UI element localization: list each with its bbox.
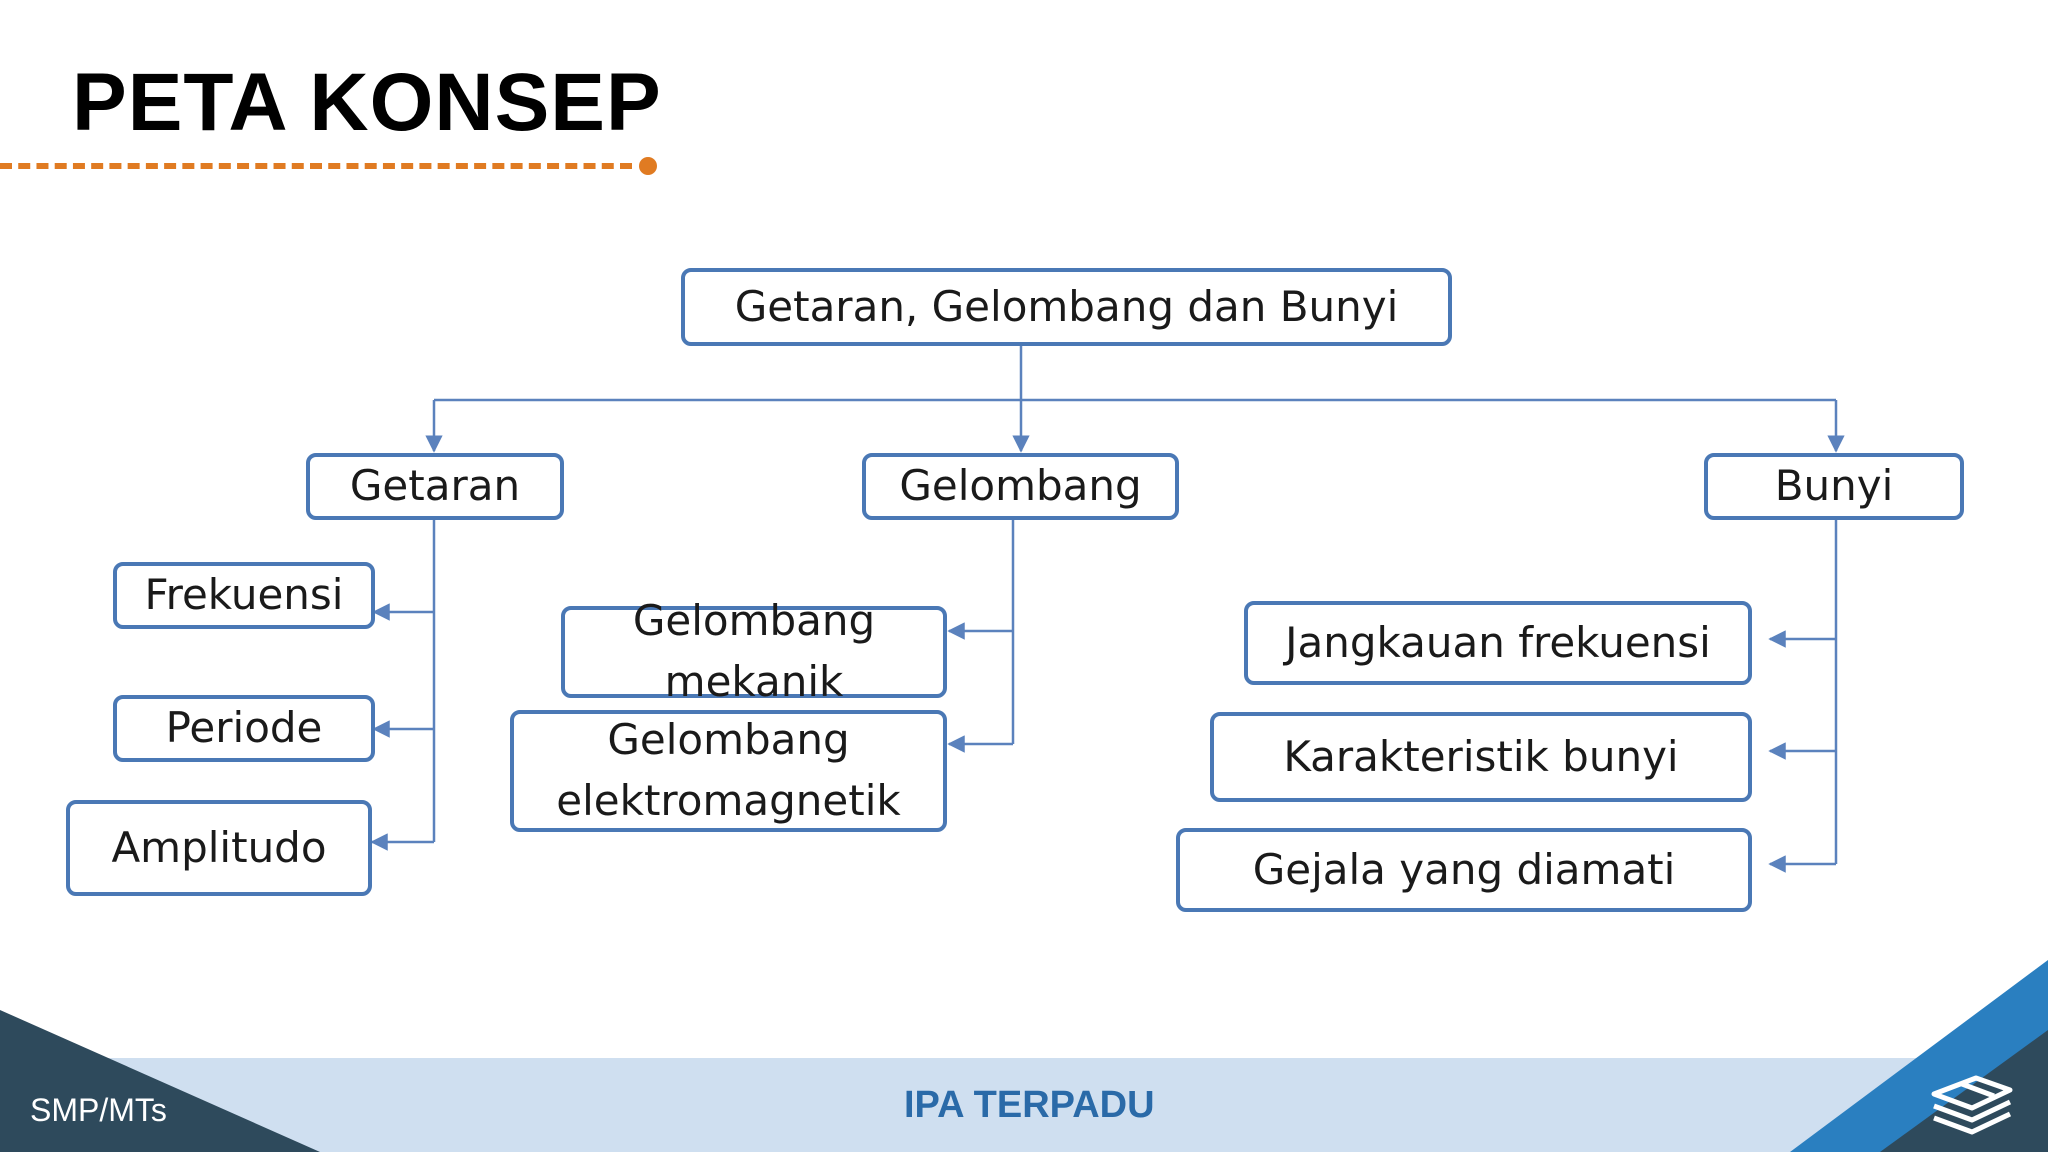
concept-root: Getaran, Gelombang dan Bunyi bbox=[681, 268, 1452, 346]
concept-bunyi-jangkauan-frekuensi: Jangkauan frekuensi bbox=[1244, 601, 1752, 685]
book-stack-icon bbox=[1931, 1075, 2013, 1135]
footer-subject-name: IPA TERPADU bbox=[904, 1084, 1155, 1126]
concept-getaran-periode: Periode bbox=[113, 695, 375, 762]
concept-gelombang-mekanik: Gelombang mekanik bbox=[561, 596, 947, 706]
concept-getaran-amplitudo: Amplitudo bbox=[66, 800, 372, 896]
slide-title: PETA KONSEP bbox=[72, 57, 662, 148]
concept-gelombang-elektromagnetik: Gelombang elektromagnetik bbox=[510, 710, 947, 832]
concept-branch-getaran: Getaran bbox=[306, 453, 564, 520]
concept-bunyi-gejala: Gejala yang diamati bbox=[1176, 828, 1752, 912]
concept-branch-bunyi: Bunyi bbox=[1704, 453, 1964, 520]
title-dashed-underline bbox=[0, 163, 632, 169]
concept-bunyi-karakteristik: Karakteristik bunyi bbox=[1210, 712, 1752, 802]
footer-school-level: SMP/MTs bbox=[30, 1092, 167, 1128]
title-underline-dot bbox=[639, 157, 657, 175]
concept-getaran-frekuensi: Frekuensi bbox=[113, 562, 375, 629]
footer-band bbox=[0, 1058, 2048, 1152]
concept-branch-gelombang: Gelombang bbox=[862, 453, 1179, 520]
